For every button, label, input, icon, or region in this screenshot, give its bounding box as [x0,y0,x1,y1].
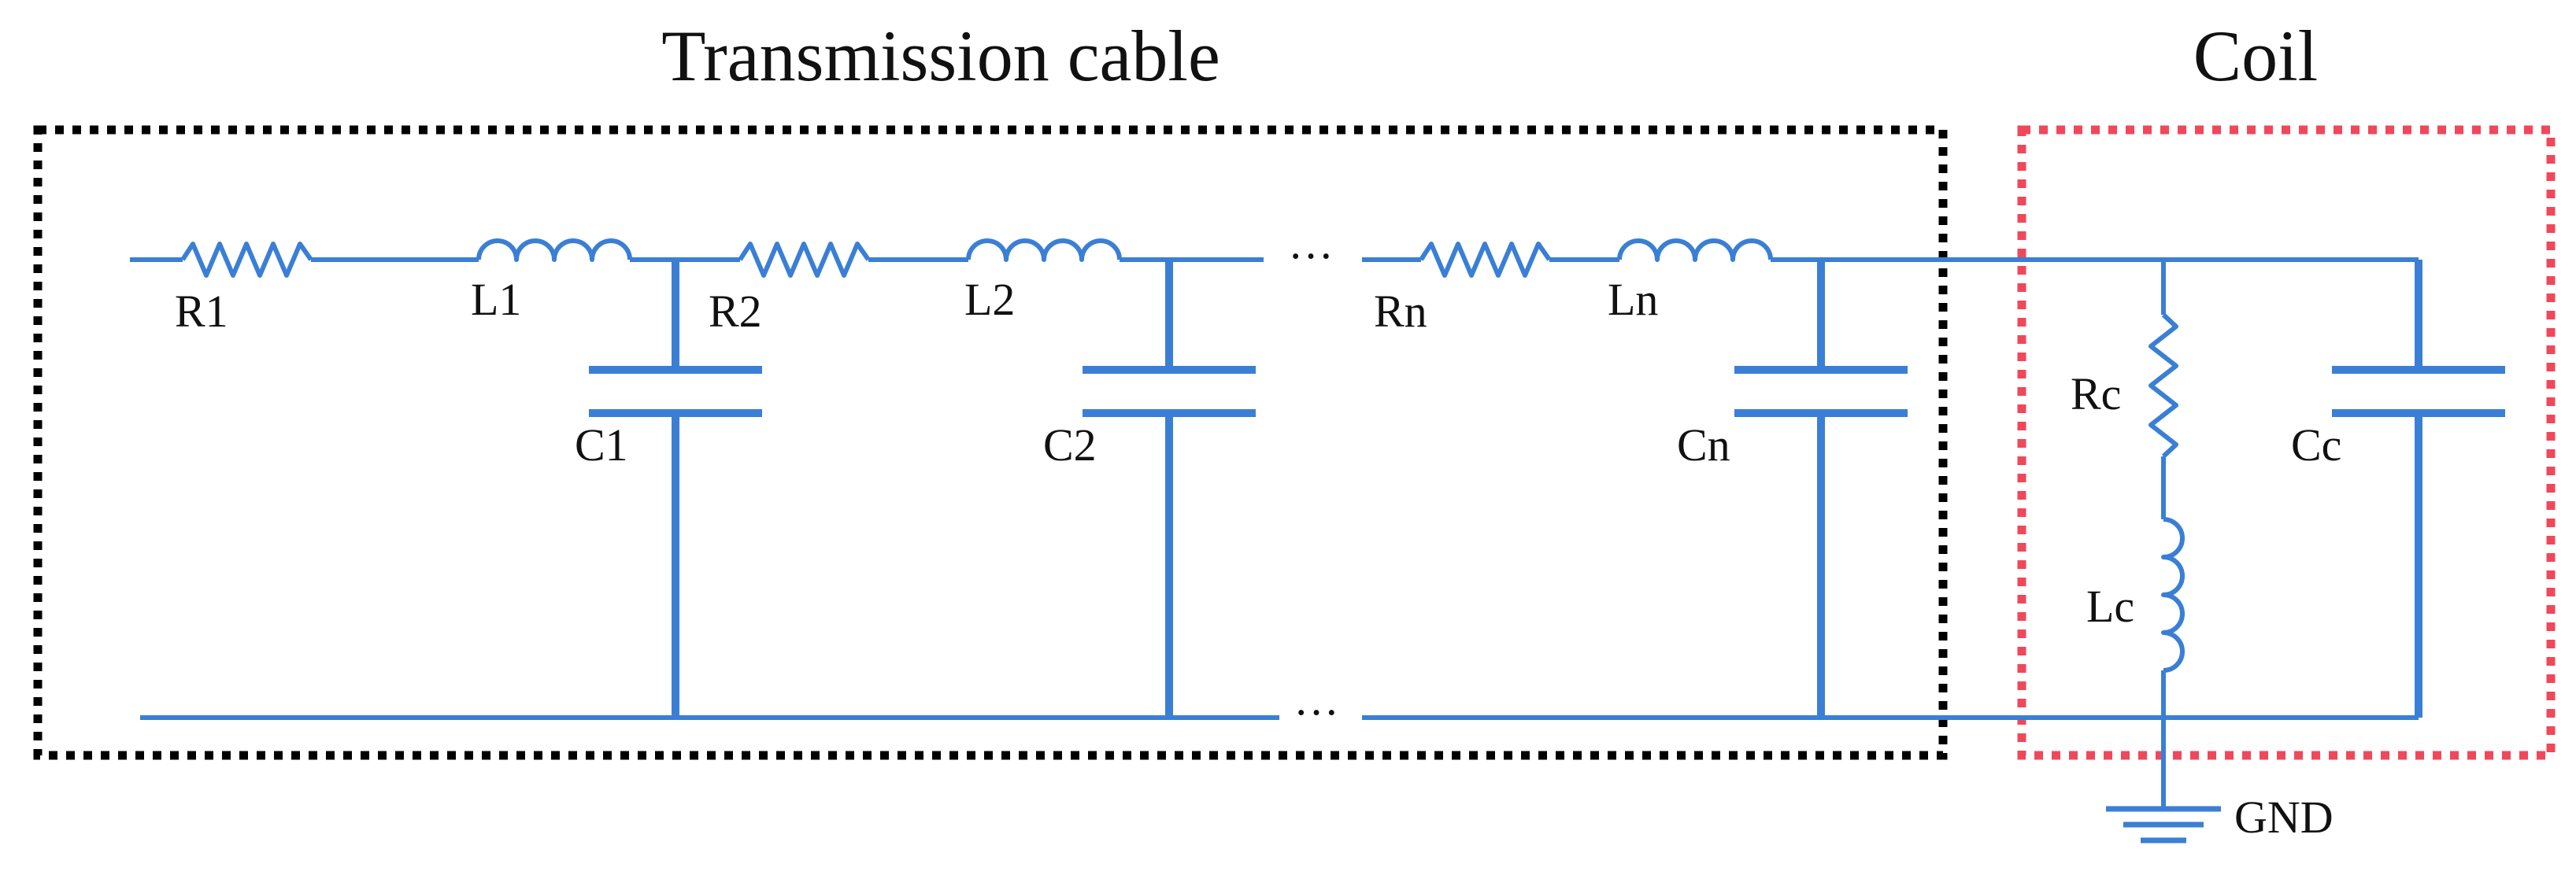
resistor-r1-symbol [180,242,313,278]
resistor-r2-symbol [738,242,871,278]
label-ln: Ln [1608,274,1658,325]
label-c2: C2 [1043,419,1097,471]
label-r2: R2 [709,286,762,337]
inductor-ln-symbol [1617,238,1773,262]
label-cn: Cn [1677,419,1730,471]
resistor-rc-symbol [2149,312,2178,459]
label-cc: Cc [2291,419,2341,471]
top-rail-ellipsis: ··· [1288,231,1334,282]
bottom-rail-ellipsis: ··· [1294,687,1339,738]
coil-title: Coil [2193,16,2318,96]
label-rn: Rn [1374,286,1427,337]
inductor-l1-symbol [476,238,632,262]
label-r1: R1 [175,286,228,337]
label-c1: C1 [575,419,628,471]
label-l1: L1 [471,274,521,325]
label-rc: Rc [2071,368,2121,419]
transmission-cable-title: Transmission cable [661,16,1220,96]
label-lc: Lc [2086,581,2134,632]
resistor-rn-symbol [1419,242,1552,278]
transmission-cable-box [33,125,1948,760]
inductor-lc-symbol [2161,517,2185,673]
label-gnd: GND [2234,792,2334,843]
circuit-wiring [130,238,2505,844]
label-l2: L2 [964,274,1015,325]
coil-box [2017,125,2556,760]
inductor-l2-symbol [966,238,1122,262]
